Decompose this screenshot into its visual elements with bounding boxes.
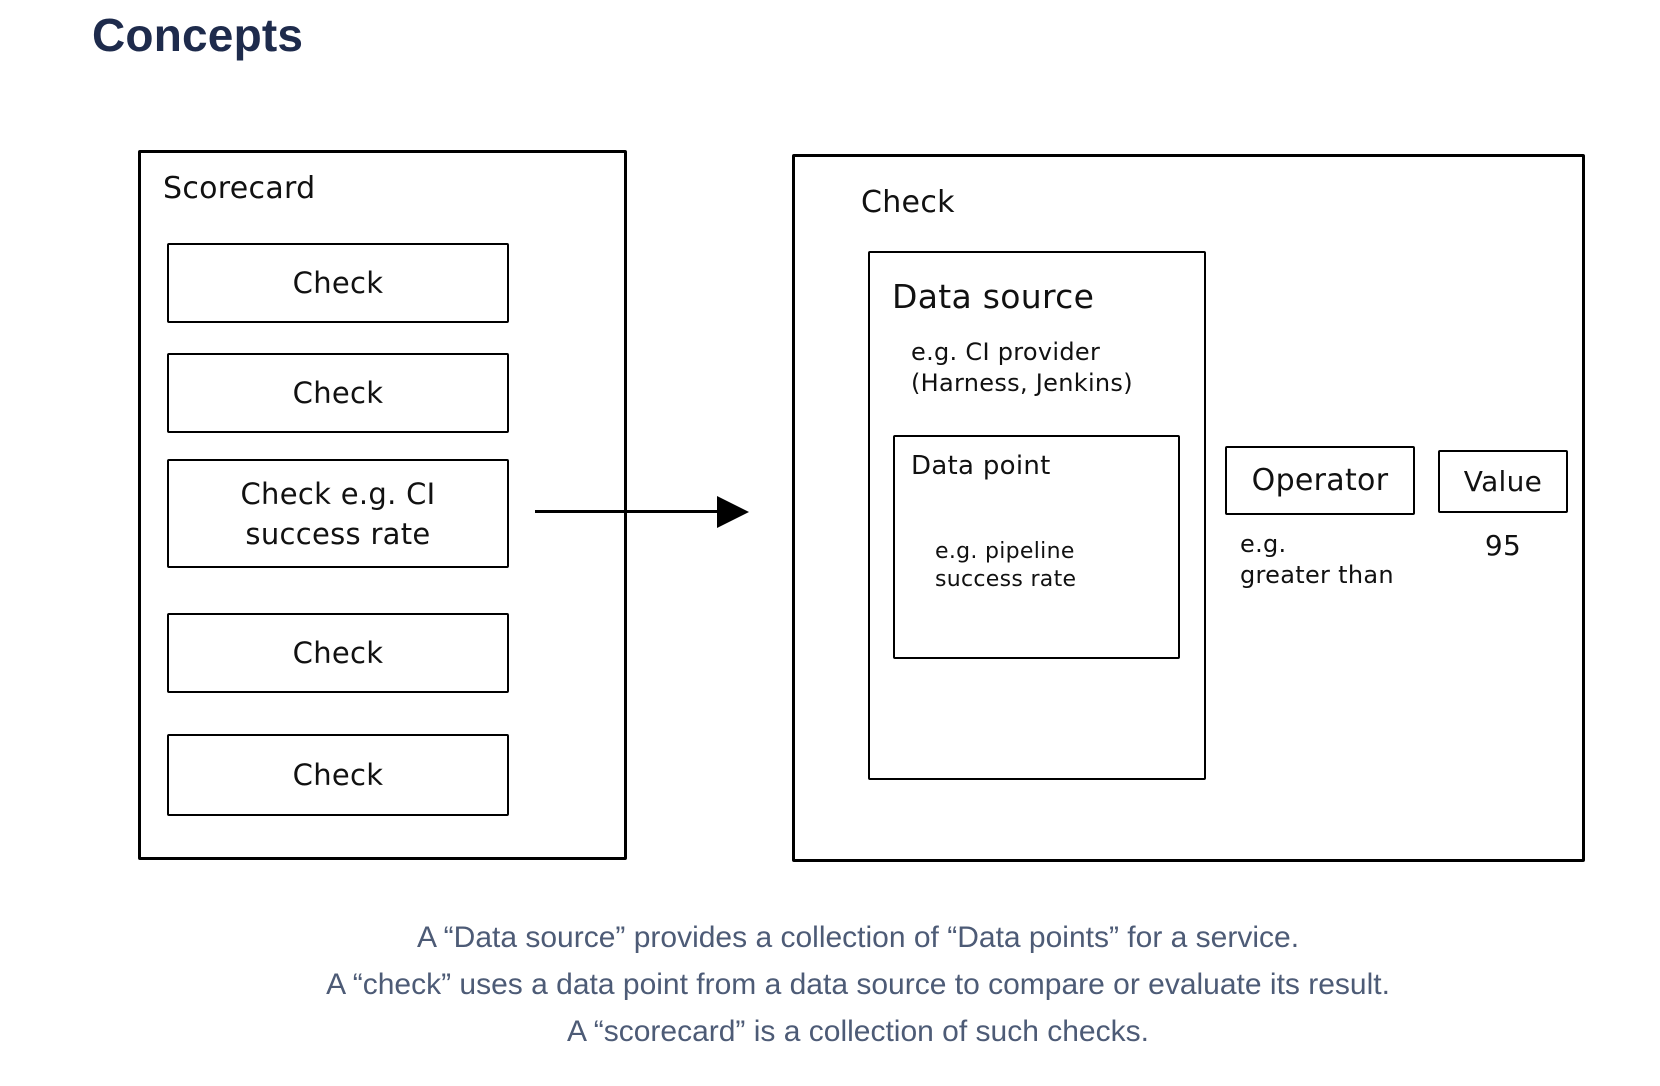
caption-line-3: A “scorecard” is a collection of such ch… (567, 1015, 1149, 1048)
operator-example: e.g. greater than (1240, 530, 1394, 589)
arrow-head-icon (717, 496, 749, 528)
scorecard-box: Scorecard Check Check Check e.g. CI succ… (138, 150, 627, 860)
value-box: Value (1438, 450, 1568, 513)
operator-box: Operator (1225, 446, 1415, 515)
check-item-3-highlighted: Check e.g. CI success rate (167, 459, 509, 568)
data-point-box: Data point e.g. pipeline success rate (893, 435, 1180, 659)
check-detail-label: Check (861, 185, 955, 220)
check-item-2: Check (167, 353, 509, 433)
check-detail-box: Check Data source e.g. CI provider (Harn… (792, 154, 1585, 862)
data-source-box: Data source e.g. CI provider (Harness, J… (868, 251, 1206, 780)
scorecard-label: Scorecard (163, 171, 316, 206)
arrow-shaft (535, 510, 720, 513)
data-source-title: Data source (892, 277, 1095, 316)
check-item-4: Check (167, 613, 509, 693)
caption-line-1: A “Data source” provides a collection of… (416, 921, 1300, 954)
data-point-title: Data point (911, 451, 1051, 481)
check-item-5: Check (167, 734, 509, 816)
check-item-1: Check (167, 243, 509, 323)
data-point-example: e.g. pipeline success rate (935, 539, 1077, 592)
page-title: Concepts (92, 9, 304, 61)
value-example: 95 (1484, 529, 1522, 562)
data-source-example: e.g. CI provider (Harness, Jenkins) (911, 338, 1133, 397)
caption-line-2: A “check” uses a data point from a data … (326, 968, 1390, 1001)
caption-block: A “Data source” provides a collection of… (130, 914, 1586, 1055)
